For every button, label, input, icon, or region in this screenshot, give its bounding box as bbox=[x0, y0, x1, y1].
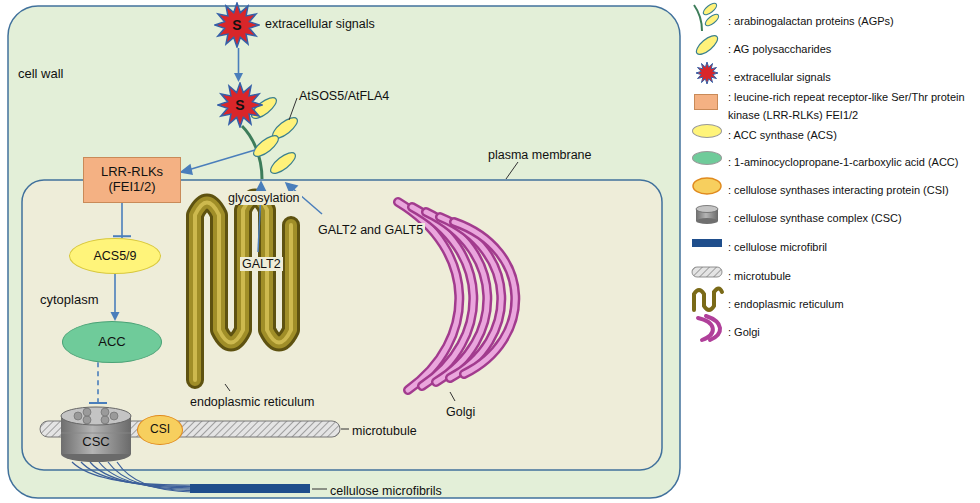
legend-text: : AG polysaccharides bbox=[728, 43, 831, 55]
legend-icon bbox=[692, 239, 722, 247]
node-label: S bbox=[235, 97, 244, 113]
endoplasmic-reticulum bbox=[195, 198, 291, 381]
signal-star: S bbox=[217, 82, 263, 128]
cellulose-synthase-complex: CSC bbox=[58, 405, 134, 463]
signal-arrow bbox=[181, 165, 192, 174]
legend-icon bbox=[696, 206, 718, 213]
inhibition-bar bbox=[113, 235, 131, 237]
legend-icon bbox=[692, 1, 722, 340]
region-background bbox=[8, 6, 680, 498]
node-label: CSC bbox=[82, 435, 109, 450]
connector-line bbox=[121, 203, 123, 238]
region-background bbox=[8, 6, 680, 498]
connector bbox=[115, 274, 116, 313]
endoplasmic-reticulum bbox=[195, 198, 291, 381]
connector-line bbox=[97, 362, 99, 405]
part-label: microtubule bbox=[352, 424, 417, 438]
legend-text: : cellulose microfibril bbox=[728, 241, 827, 253]
legend-swatch bbox=[692, 124, 722, 138]
arabinogalactan-protein bbox=[250, 132, 281, 160]
legend-swatch bbox=[694, 94, 718, 110]
signal-arrow bbox=[181, 150, 322, 252]
legend-text: : Golgi bbox=[728, 326, 760, 338]
region-background bbox=[22, 180, 662, 470]
legend-text: : endoplasmic reticulum bbox=[728, 298, 844, 310]
legend-text: : cellulose synthases interacting protei… bbox=[728, 184, 949, 196]
part-label: extracellular signals bbox=[265, 17, 375, 31]
leader-line bbox=[450, 392, 455, 401]
legend-text: : arabinogalactan proteins (AGPs) bbox=[728, 15, 894, 27]
leader-line bbox=[289, 98, 297, 120]
node-label: S bbox=[232, 17, 241, 33]
legend-icon bbox=[696, 62, 718, 84]
leader-line bbox=[312, 489, 327, 490]
arrow-head bbox=[111, 312, 120, 321]
endoplasmic-reticulum bbox=[195, 198, 291, 381]
signal-arrow bbox=[188, 150, 255, 170]
part-label: GALT2 bbox=[240, 257, 283, 271]
acs-ellipse: ACS5/9 bbox=[69, 238, 161, 274]
legend-icon bbox=[696, 218, 718, 224]
legend-text: : microtubule bbox=[728, 270, 791, 282]
connector bbox=[98, 362, 99, 405]
inhibition-bar bbox=[89, 402, 107, 404]
part-label: GALT2 and GALT5 bbox=[316, 223, 425, 237]
csi-ellipse: CSI bbox=[137, 415, 183, 445]
legend-swatch bbox=[692, 151, 722, 165]
connector-line bbox=[238, 48, 240, 74]
cellulose-microfibrils bbox=[72, 462, 192, 492]
legend-text: : 1-aminocyclopropane-1-carboxylic acid … bbox=[728, 156, 958, 168]
legend-text: : cellulose synthase complex (CSC) bbox=[728, 212, 902, 224]
node-label: CSI bbox=[150, 423, 170, 437]
node-label: ACS5/9 bbox=[93, 249, 136, 263]
part-label: endoplasmic reticulum bbox=[190, 395, 314, 409]
connector bbox=[122, 203, 123, 238]
microfibril-bar bbox=[190, 484, 310, 493]
legend-icon bbox=[694, 5, 702, 31]
receptor-kinase-box: LRR-RLKs (FEI1/2) bbox=[83, 157, 181, 203]
connector-line bbox=[114, 274, 116, 313]
legend-icon bbox=[698, 318, 713, 340]
legend-text: : leucine-rich repeat receptor-like Ser/… bbox=[728, 91, 965, 121]
part-label: Golgi bbox=[446, 405, 475, 419]
arrow-head bbox=[234, 73, 243, 82]
microfibril-bar bbox=[190, 484, 310, 493]
legend-icon bbox=[692, 267, 722, 277]
legend-icon bbox=[693, 178, 721, 194]
cellulose-microfibrils bbox=[117, 462, 192, 492]
endoplasmic-reticulum bbox=[195, 198, 291, 381]
acc-ellipse: ACC bbox=[62, 321, 162, 363]
leader-line bbox=[341, 429, 349, 430]
node-label: LRR-RLKs (FEI1/2) bbox=[88, 165, 176, 195]
cell-wall-region: cell wallSSLRR-RLKs (FEI1/2)cytoplasmACS… bbox=[8, 6, 680, 498]
node-label: ACC bbox=[98, 335, 125, 350]
region-label: cytoplasm bbox=[40, 292, 99, 307]
legend-text: : ACC synthase (ACS) bbox=[728, 129, 837, 141]
part-label: plasma membrane bbox=[488, 148, 592, 162]
legend-icon bbox=[694, 289, 722, 311]
golgi bbox=[454, 222, 515, 374]
legend-icon bbox=[694, 32, 721, 57]
leader-line bbox=[225, 98, 518, 489]
legend-icon bbox=[706, 316, 720, 340]
legend-icon bbox=[704, 12, 721, 27]
part-label: cellulose microfibrils bbox=[330, 484, 442, 498]
part-label: AtSOS5/AtFLA4 bbox=[299, 89, 389, 103]
golgi bbox=[454, 222, 515, 374]
arabinogalactan-protein bbox=[267, 149, 298, 177]
region-label: cell wall bbox=[18, 66, 64, 81]
connector bbox=[238, 48, 239, 74]
leader-line bbox=[225, 384, 230, 391]
part-label: glycosylation bbox=[226, 191, 302, 205]
signal-star: S bbox=[214, 2, 260, 48]
leader-line bbox=[506, 162, 518, 179]
legend-text: : extracellular signals bbox=[728, 71, 831, 83]
